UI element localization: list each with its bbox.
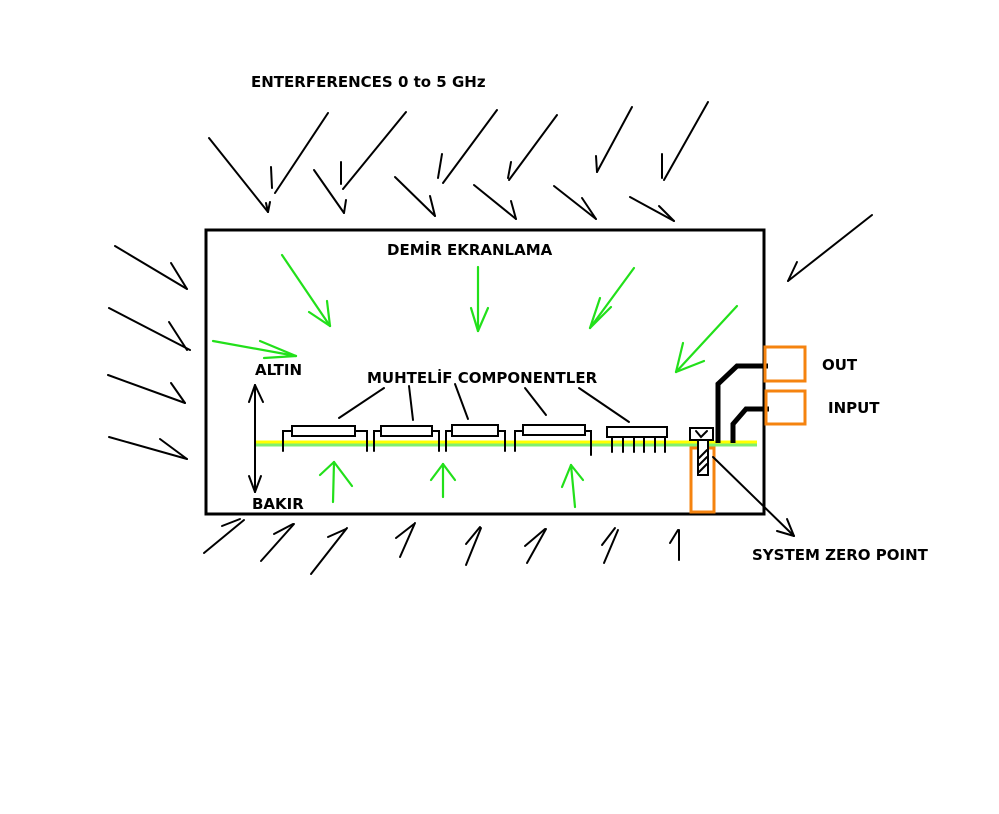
- component-1: [282, 425, 368, 452]
- field-arrow: [560, 463, 585, 509]
- interference-arrow: [601, 527, 619, 564]
- field-arrow: [674, 304, 739, 374]
- interference-arrow: [107, 374, 186, 404]
- input-label: INPUT: [828, 399, 880, 417]
- interference-arrow: [553, 185, 597, 220]
- zero-point-label: SYSTEM ZERO POINT: [752, 546, 929, 564]
- interference-arrow: [661, 101, 709, 181]
- interference-arrow: [669, 529, 680, 561]
- interference-arrow: [473, 184, 517, 220]
- interference-arrow: [395, 522, 416, 558]
- field-arrow: [469, 265, 490, 333]
- interference-arrow: [108, 307, 191, 351]
- component-5: [606, 426, 668, 453]
- interference-arrow: [260, 523, 295, 562]
- interference-arrow: [313, 169, 347, 214]
- input-wire: [730, 406, 769, 443]
- gold-layer-label: ALTIN: [255, 361, 302, 379]
- zero-point-arrow: [712, 456, 795, 537]
- field-arrow: [211, 339, 298, 360]
- component-2: [373, 425, 440, 452]
- component-leader-lines: [338, 383, 630, 423]
- component-4: [514, 424, 592, 456]
- interference-arrow: [208, 137, 271, 213]
- interference-arrow: [340, 111, 407, 190]
- interference-arrow: [310, 527, 348, 575]
- field-arrow: [429, 462, 457, 499]
- interference-arrow: [595, 106, 633, 173]
- external-interference-arrows: [107, 101, 873, 575]
- interference-arrow: [270, 112, 329, 194]
- interference-arrow: [465, 526, 482, 566]
- shield-label: DEMİR EKRANLAMA: [387, 240, 553, 259]
- diagram-title: ENTERFERENCES 0 to 5 GHz: [251, 73, 486, 91]
- input-port[interactable]: [764, 389, 807, 426]
- internal-field-arrows: [211, 253, 739, 509]
- interference-arrow: [437, 109, 498, 184]
- interference-arrow: [394, 176, 436, 217]
- interference-arrow: [203, 518, 245, 554]
- interference-arrow: [787, 214, 873, 282]
- interference-arrow: [108, 436, 188, 460]
- out-label: OUT: [822, 356, 858, 374]
- out-port[interactable]: [763, 345, 807, 383]
- interference-arrow: [114, 245, 188, 290]
- component-3: [445, 424, 506, 452]
- ground-screw: [689, 427, 714, 476]
- field-arrow: [280, 253, 332, 328]
- components-label: MUHTELİF COMPONENTLER: [367, 368, 598, 387]
- layer-direction-arrow: [248, 384, 264, 493]
- interference-arrow: [524, 528, 547, 564]
- field-arrow: [318, 460, 354, 504]
- interference-arrow: [507, 114, 558, 181]
- copper-layer-label: BAKIR: [252, 495, 304, 513]
- field-arrow: [588, 266, 636, 330]
- out-wire: [715, 363, 768, 443]
- interference-arrow: [629, 196, 675, 222]
